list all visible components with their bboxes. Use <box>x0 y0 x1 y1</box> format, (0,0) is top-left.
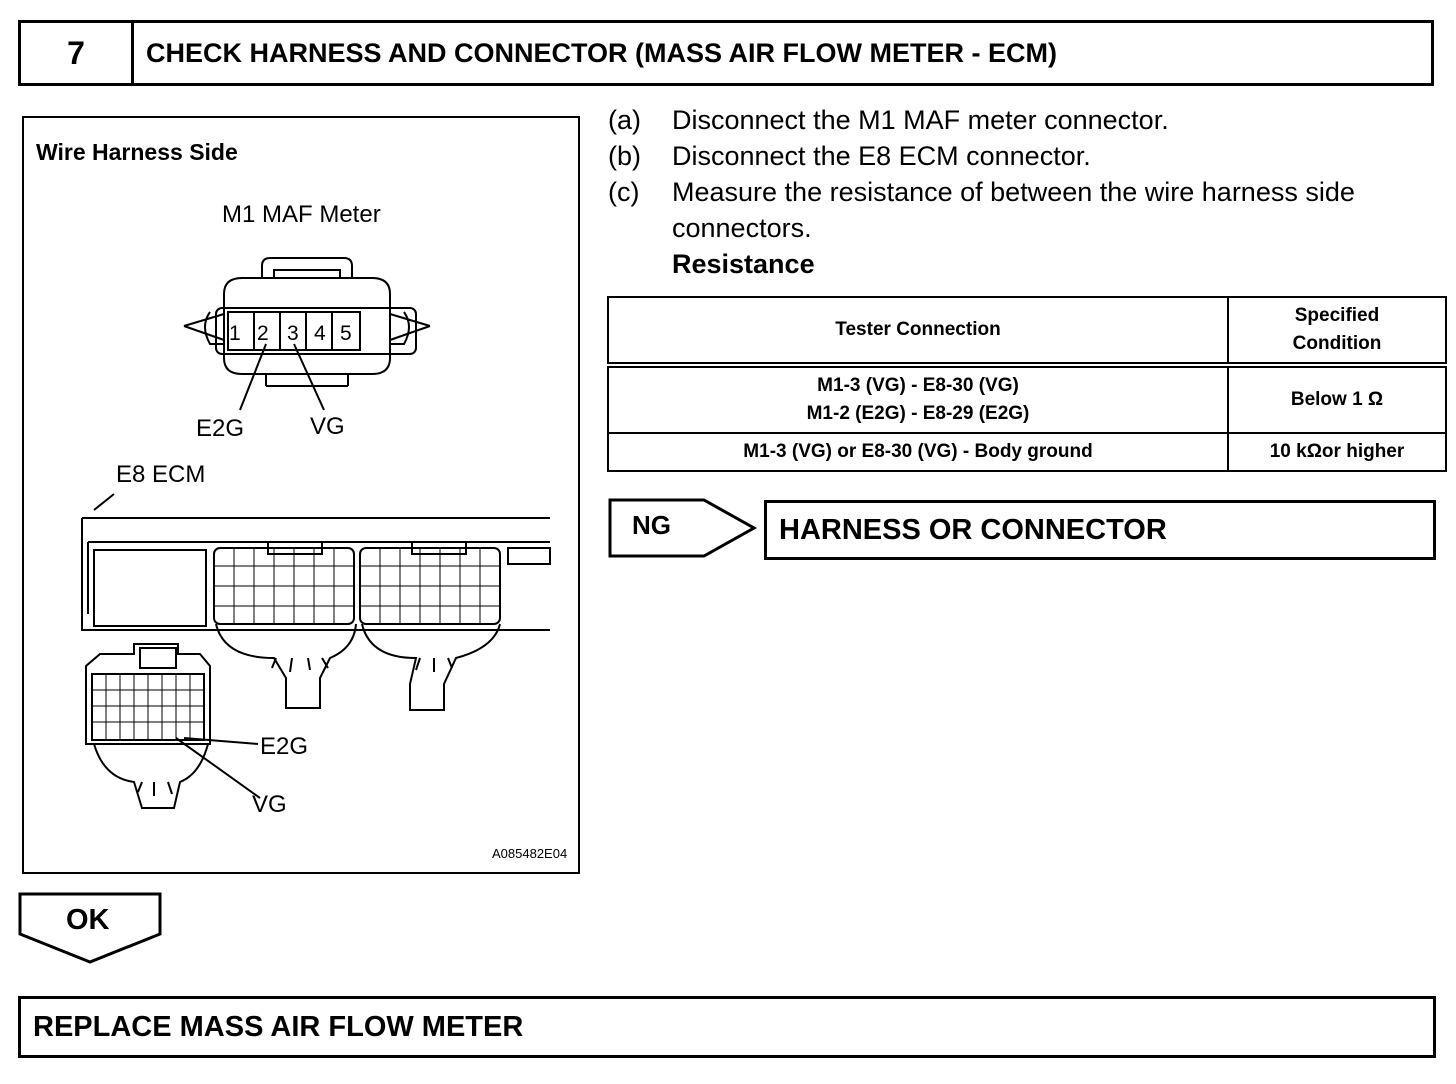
maf-pin-2: 2 <box>257 322 269 345</box>
maf-pin-5: 5 <box>340 322 352 345</box>
ecm-connector-drawing <box>81 493 551 711</box>
table-cell-connection: M1-3 (VG) or E8-30 (VG) - Body ground <box>607 432 1229 472</box>
instruction-text: Disconnect the M1 MAF meter connector. <box>672 105 1169 135</box>
ok-label: OK <box>66 904 110 936</box>
resistance-heading: Resistance <box>672 249 815 279</box>
ecm-vg-label: VG <box>252 791 287 818</box>
instruction-letter: (b) <box>608 141 641 171</box>
maf-pin-1: 1 <box>229 322 241 345</box>
instruction-item: (b) Disconnect the E8 ECM connector. <box>608 138 1428 174</box>
step-number: 7 <box>21 23 134 83</box>
table-row: M1-3 (VG) - E8-30 (VG) M1-2 (E2G) - E8-2… <box>607 364 1447 434</box>
maf-e2g-label: E2G <box>196 415 244 442</box>
instruction-item: (c) Measure the resistance of between th… <box>608 174 1428 246</box>
instruction-text: Measure the resistance of between the wi… <box>672 177 1355 243</box>
table-row: M1-3 (VG) or E8-30 (VG) - Body ground 10… <box>607 432 1447 472</box>
step-header: 7 CHECK HARNESS AND CONNECTOR (MASS AIR … <box>18 20 1434 86</box>
maf-pin-4: 4 <box>314 322 326 345</box>
table-cell-connection: M1-3 (VG) - E8-30 (VG) M1-2 (E2G) - E8-2… <box>607 364 1229 434</box>
figure-heading: Wire Harness Side <box>36 139 238 165</box>
ng-label: NG <box>632 510 671 540</box>
connection-line: M1-2 (E2G) - E8-29 (E2G) <box>806 403 1030 424</box>
ok-result-box: REPLACE MASS AIR FLOW METER <box>18 996 1436 1058</box>
maf-pin-3: 3 <box>287 322 299 345</box>
ok-arrow-icon <box>18 892 162 964</box>
ng-result-box: HARNESS OR CONNECTOR <box>764 500 1436 560</box>
instruction-text: Disconnect the E8 ECM connector. <box>672 141 1091 171</box>
step-title: CHECK HARNESS AND CONNECTOR (MASS AIR FL… <box>146 37 1057 68</box>
connection-line: M1-3 (VG) - E8-30 (VG) <box>817 375 1019 396</box>
wire-harness-figure: Wire Harness Side M1 MAF Meter 1 2 3 4 5… <box>22 116 580 874</box>
instruction-item: (a) Disconnect the M1 MAF meter connecto… <box>608 102 1428 138</box>
column-header-tester: Tester Connection <box>607 296 1229 366</box>
ng-arrow-icon <box>608 498 758 558</box>
resistance-table: Tester Connection Specified Condition M1… <box>607 296 1447 472</box>
maf-meter-label: M1 MAF Meter <box>222 201 381 228</box>
column-header-condition: Specified Condition <box>1227 296 1447 366</box>
table-cell-condition: Below 1 Ω <box>1227 364 1447 434</box>
instruction-letter: (c) <box>608 177 640 207</box>
table-cell-condition: 10 kΩor higher <box>1227 432 1447 472</box>
maf-vg-label: VG <box>310 413 345 440</box>
ecm-e2g-label: E2G <box>260 733 308 760</box>
table-header-row: Tester Connection Specified Condition <box>607 296 1447 366</box>
connector-diagram: Wire Harness Side M1 MAF Meter 1 2 3 4 5… <box>36 139 567 861</box>
instruction-letter: (a) <box>608 105 641 135</box>
ecm-loose-connector-drawing <box>85 643 261 809</box>
maf-connector-drawing <box>183 257 431 411</box>
ecm-label: E8 ECM <box>116 461 205 488</box>
figure-code: A085482E04 <box>492 846 567 861</box>
instructions: (a) Disconnect the M1 MAF meter connecto… <box>608 102 1428 282</box>
